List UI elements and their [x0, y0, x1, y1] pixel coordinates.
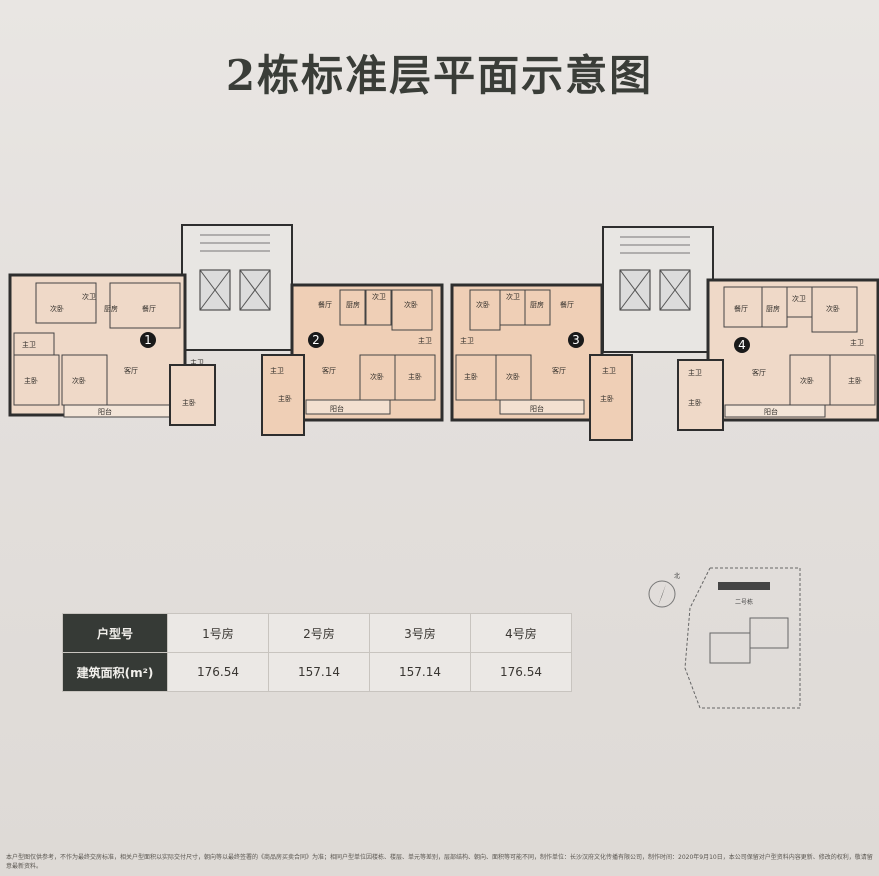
unit-3-room: 餐厅	[560, 300, 574, 309]
unit-2-room: 次卧	[370, 372, 384, 381]
site-plan-svg: 北 二号栋	[648, 567, 801, 709]
core-left	[181, 224, 293, 351]
unit-3-plan: 3 次卧 次卫 厨房 餐厅 主卫 主卧 次卧 客厅 阳台 主卫 主卧	[450, 283, 633, 441]
unit-4-room: 主卫	[850, 338, 864, 347]
unit-3-room: 阳台	[530, 404, 544, 413]
unit-1-room: 阳台	[98, 407, 112, 416]
unit-2-room: 餐厅	[318, 300, 332, 309]
area-value: 176.54	[470, 652, 572, 692]
unit-4-plan: 4 餐厅 厨房 次卫 次卧 主卫 客厅 次卧 主卧 阳台 主卫 主卧	[677, 278, 879, 431]
unit-2-room: 主卧	[408, 372, 422, 381]
unit-3-room: 次卧	[476, 300, 490, 309]
unit-4-room: 次卧	[800, 376, 814, 385]
unit-1-room: 次卫	[82, 292, 96, 301]
unit-1-room: 次卧	[50, 304, 64, 313]
unit-2-room: 主卧	[278, 394, 292, 403]
floor-plan-svg: 1 次卧 次卫 厨房 餐厅 主卫 主卧 次卧 客厅 阳台 主卧 主卫	[8, 224, 879, 441]
column-header: 4号房	[470, 613, 572, 653]
unit-2-badge: 2	[312, 333, 320, 347]
unit-4-room: 客厅	[752, 368, 766, 377]
area-table-value-row: 建筑面积(m²) 176.54 157.14 157.14 176.54	[62, 652, 572, 692]
header-cell-unit-type: 户型号	[62, 613, 168, 653]
building-label: 二号栋	[735, 598, 753, 606]
unit-3-room: 客厅	[552, 366, 566, 375]
unit-1-room: 次卧	[72, 376, 86, 385]
area-value: 157.14	[369, 652, 471, 692]
site-location-plan: 北 二号栋	[640, 548, 810, 713]
unit-4-room: 主卫	[688, 368, 702, 377]
unit-4-room: 主卧	[688, 398, 702, 407]
unit-3-room: 主卧	[464, 372, 478, 381]
core-right	[602, 226, 714, 353]
column-header: 3号房	[369, 613, 471, 653]
unit-1-room: 主卫	[22, 340, 36, 349]
unit-4-room: 厨房	[766, 304, 780, 313]
unit-2-room: 客厅	[322, 366, 336, 375]
building-2-marker	[718, 582, 770, 590]
unit-1-plan: 1 次卧 次卫 厨房 餐厅 主卫 主卧 次卧 客厅 阳台 主卧 主卫	[8, 273, 216, 426]
unit-4-room: 阳台	[764, 407, 778, 416]
unit-4-room: 主卧	[848, 376, 862, 385]
unit-3-room: 主卫	[602, 366, 616, 375]
unit-2-room: 次卫	[372, 292, 386, 301]
unit-4-room: 餐厅	[734, 304, 748, 313]
area-value: 176.54	[167, 652, 269, 692]
unit-2-room: 次卧	[404, 300, 418, 309]
unit-1-room: 厨房	[104, 304, 118, 313]
disclaimer-text: 本户型图仅供参考，不作为最终交房标准，相关户型面积以实际交付尺寸，朝向等以最终签…	[6, 854, 873, 870]
area-table: 户型号 1号房 2号房 3号房 4号房 建筑面积(m²) 176.54 157.…	[62, 613, 572, 692]
column-header: 2号房	[268, 613, 370, 653]
unit-1-room: 餐厅	[142, 304, 156, 313]
unit-1-room: 主卫	[190, 358, 204, 367]
unit-3-badge: 3	[572, 333, 580, 347]
unit-3-room: 主卫	[460, 336, 474, 345]
unit-3-room: 厨房	[530, 300, 544, 309]
unit-2-room: 主卫	[270, 366, 284, 375]
north-arrow-icon: 北	[648, 572, 680, 608]
unit-3-room: 次卫	[506, 292, 520, 301]
unit-1-room: 客厅	[124, 366, 138, 375]
unit-2-room: 厨房	[346, 300, 360, 309]
header-cell-floor-area: 建筑面积(m²)	[62, 652, 168, 692]
unit-2-room: 主卫	[418, 336, 432, 345]
unit-2-plan: 2 餐厅 厨房 次卫 次卧 主卫 客厅 次卧 主卧 阳台 主卫 主卧	[261, 283, 444, 436]
unit-4-room: 次卫	[792, 294, 806, 303]
area-table-header-row: 户型号 1号房 2号房 3号房 4号房	[62, 613, 572, 653]
unit-3-room: 主卧	[600, 394, 614, 403]
unit-3-room: 次卧	[506, 372, 520, 381]
unit-4-badge: 4	[738, 338, 746, 352]
page-title: 2栋标准层平面示意图	[225, 51, 654, 100]
unit-2-room: 阳台	[330, 404, 344, 413]
area-value: 157.14	[268, 652, 370, 692]
unit-4-room: 次卧	[826, 304, 840, 313]
column-header: 1号房	[167, 613, 269, 653]
north-label: 北	[674, 572, 680, 580]
floor-plan-drawing: 1 次卧 次卫 厨房 餐厅 主卫 主卧 次卧 客厅 阳台 主卧 主卫	[0, 215, 879, 465]
unit-1-badge: 1	[144, 333, 152, 347]
unit-1-room: 主卧	[24, 376, 38, 385]
unit-1-room: 主卧	[182, 398, 196, 407]
